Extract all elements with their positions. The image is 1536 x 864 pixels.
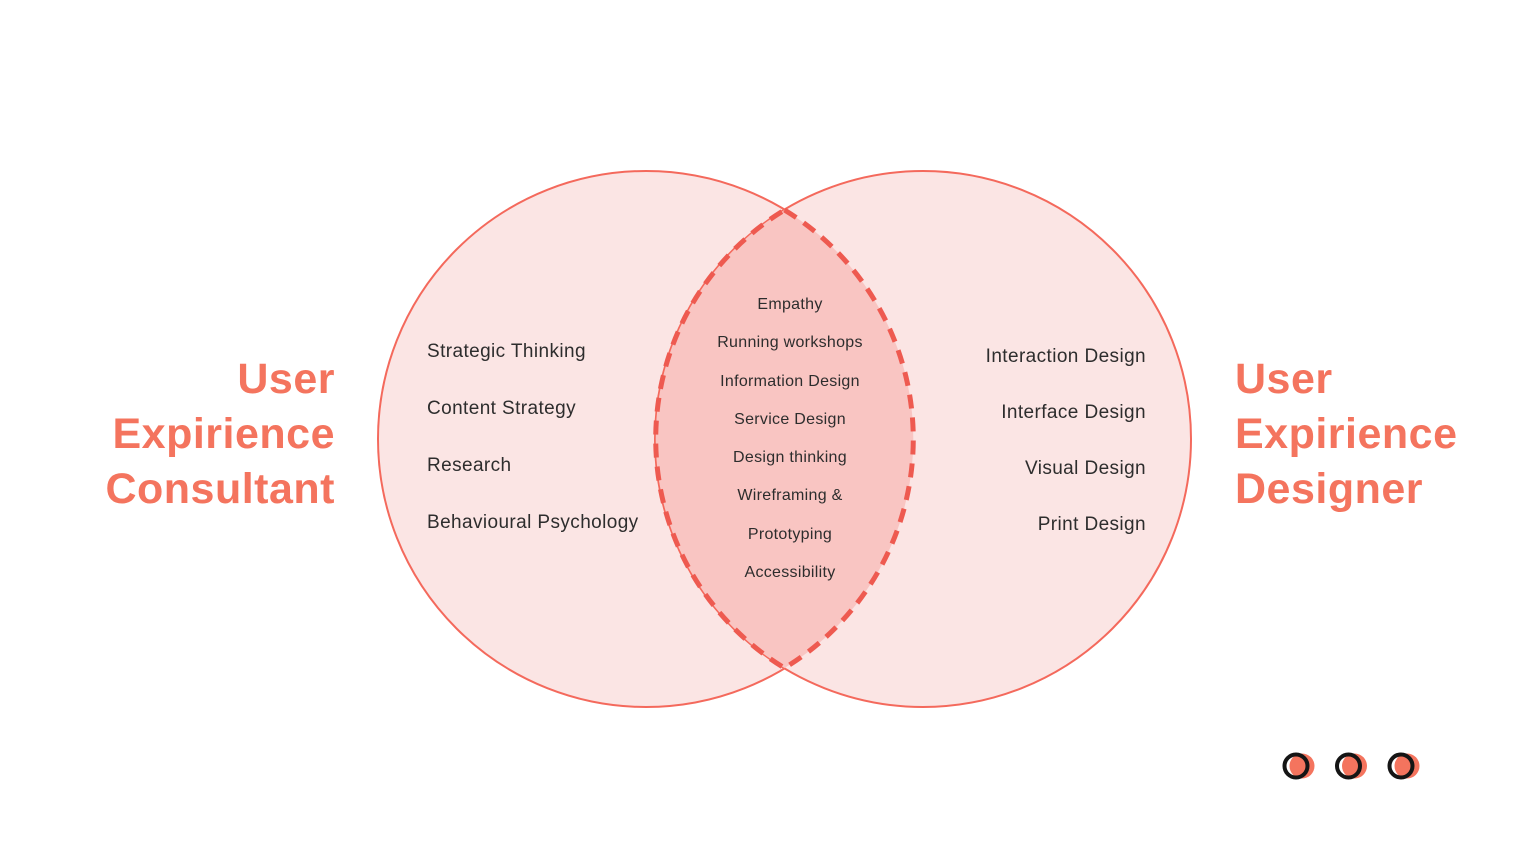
dot-icon [1335, 752, 1367, 780]
shared-skill-line: Design thinking [733, 449, 847, 467]
dot-icon [1387, 752, 1420, 780]
designer-skills-list: Interaction Design Interface Design Visu… [986, 346, 1146, 536]
skill-item: Research [427, 455, 512, 476]
dot-icon [1282, 752, 1315, 780]
right-title-line: Expirience [1235, 410, 1458, 458]
skill-item: Interface Design [1001, 402, 1146, 423]
skill-item: Visual Design [1024, 458, 1146, 479]
shared-skill-line: Accessibility [744, 564, 836, 582]
shared-skill-line: Empathy [757, 296, 823, 313]
shared-skill-line: Information Design [720, 372, 860, 390]
shared-skill-line: Service Design [734, 410, 846, 428]
consultant-skills-list: Strategic Thinking Content Strategy Rese… [427, 341, 639, 534]
skill-item: Content Strategy [427, 398, 576, 419]
right-title: User Expirience Designer [1235, 352, 1458, 517]
right-title-line: Designer [1235, 465, 1424, 513]
skill-item: Behavioural Psychology [427, 512, 639, 533]
shared-skill-line: Wireframing & [737, 487, 843, 505]
left-title-line: Expirience [112, 410, 335, 458]
shared-skills-list: Empathy Running workshops Information De… [640, 295, 940, 582]
left-title: User Expirience Consultant [105, 352, 335, 517]
shared-skill-line: Prototyping [747, 525, 833, 543]
decorative-dots [1282, 752, 1420, 780]
skill-item: Interaction Design [985, 346, 1146, 367]
left-title-line: User [237, 355, 335, 403]
shared-skill-line: Running workshops [717, 334, 863, 352]
left-title-line: Consultant [105, 465, 335, 513]
overlap-lens [653, 207, 916, 671]
skill-item: Strategic Thinking [427, 341, 586, 362]
skill-item: Print Design [1037, 514, 1146, 535]
right-title-line: User [1235, 355, 1333, 403]
